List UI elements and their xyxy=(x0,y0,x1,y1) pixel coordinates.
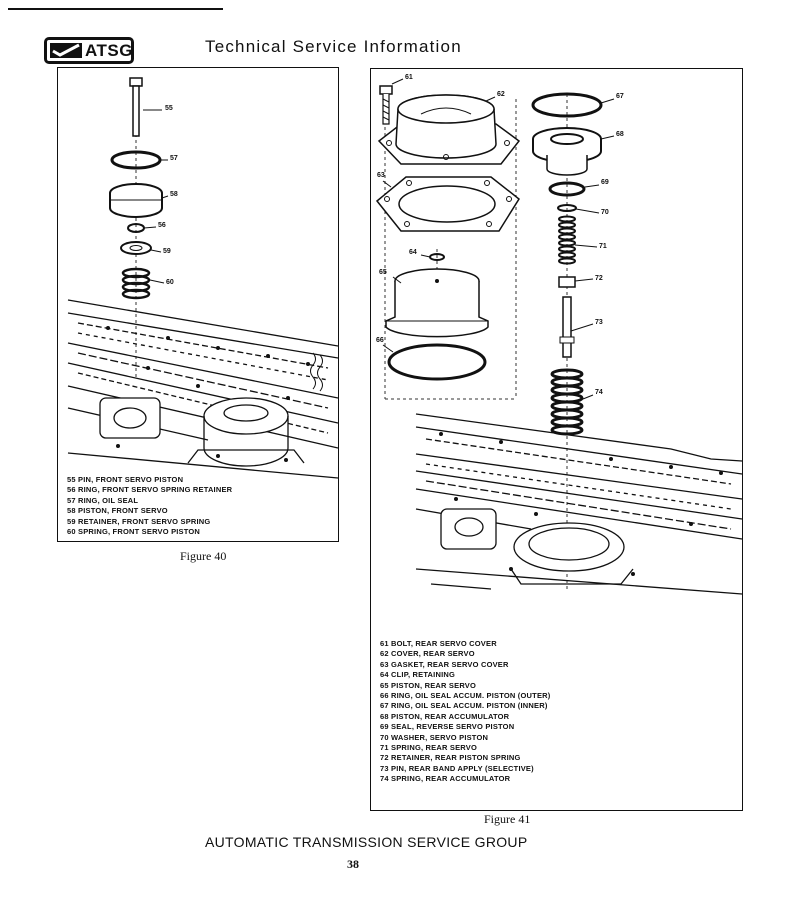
callout-73: 73 xyxy=(595,319,603,326)
callout-67: 67 xyxy=(616,93,624,100)
callout-57: 57 xyxy=(170,155,178,162)
callout-72: 72 xyxy=(595,275,603,282)
legend-item: 58 PISTON, FRONT SERVO xyxy=(67,506,168,516)
page-title: Technical Service Information xyxy=(205,37,462,56)
figure-41-caption: Figure 41 xyxy=(484,812,531,826)
figure-41-illustration xyxy=(375,78,742,595)
figure-40-legend: 55 PIN, FRONT SERVO PISTON 56 RING, FRON… xyxy=(67,475,232,537)
figure-41-legend: 61 BOLT, REAR SERVO COVER 62 COVER, REAR… xyxy=(380,639,550,785)
footer-org: AUTOMATIC TRANSMISSION SERVICE GROUP xyxy=(205,834,528,850)
page-number: 38 xyxy=(347,857,359,871)
legend-item: 70 WASHER, SERVO PISTON xyxy=(380,732,489,742)
figure-40-panel: 55 57 58 56 59 60 55 PIN, FRONT SERVO PI… xyxy=(57,67,339,542)
legend-item: 60 SPRING, FRONT SERVO PISTON xyxy=(67,527,201,537)
legend-item: 71 SPRING, REAR SERVO xyxy=(380,743,478,753)
figure-40-illustration xyxy=(67,77,338,479)
legend-item: 74 SPRING, REAR ACCUMULATOR xyxy=(380,774,511,784)
legend-item: 73 PIN, REAR BAND APPLY (SELECTIVE) xyxy=(380,763,534,773)
header-rule xyxy=(8,8,223,10)
callout-62: 62 xyxy=(497,91,505,98)
callout-61: 61 xyxy=(405,74,413,81)
legend-item: 72 RETAINER, REAR PISTON SPRING xyxy=(380,753,521,763)
callout-70: 70 xyxy=(601,209,609,216)
logo-check-icon xyxy=(50,43,82,58)
callout-60: 60 xyxy=(166,279,174,286)
legend-item: 57 RING, OIL SEAL xyxy=(67,495,139,505)
legend-item: 63 GASKET, REAR SERVO COVER xyxy=(380,659,509,669)
legend-item: 65 PISTON, REAR SERVO xyxy=(380,680,477,690)
legend-item: 69 SEAL, REVERSE SERVO PISTON xyxy=(380,722,515,732)
callout-64: 64 xyxy=(409,249,417,256)
callout-63: 63 xyxy=(377,172,385,179)
atsg-logo: ATSG xyxy=(44,37,134,64)
callout-74: 74 xyxy=(595,389,603,396)
legend-item: 68 PISTON, REAR ACCUMULATOR xyxy=(380,711,510,721)
legend-item: 66 RING, OIL SEAL ACCUM. PISTON (OUTER) xyxy=(380,691,551,701)
legend-item: 59 RETAINER, FRONT SERVO SPRING xyxy=(67,516,211,526)
callout-65: 65 xyxy=(379,269,387,276)
figure-40-caption: Figure 40 xyxy=(180,549,227,563)
callout-68: 68 xyxy=(616,131,624,138)
legend-item: 64 CLIP, RETAINING xyxy=(380,670,456,680)
callout-66: 66 xyxy=(376,337,384,344)
legend-item: 62 COVER, REAR SERVO xyxy=(380,649,475,659)
legend-item: 56 RING, FRONT SERVO SPRING RETAINER xyxy=(67,485,233,495)
legend-item: 67 RING, OIL SEAL ACCUM. PISTON (INNER) xyxy=(380,701,548,711)
callout-69: 69 xyxy=(601,179,609,186)
figure-41-panel: 61 62 63 64 65 66 67 68 69 70 71 72 73 7… xyxy=(370,68,743,811)
callout-56: 56 xyxy=(158,222,166,229)
callout-55: 55 xyxy=(165,105,173,112)
callout-58: 58 xyxy=(170,191,178,198)
legend-item: 61 BOLT, REAR SERVO COVER xyxy=(380,639,497,648)
legend-item: 55 PIN, FRONT SERVO PISTON xyxy=(67,475,184,484)
logo-text: ATSG xyxy=(85,41,133,60)
callout-71: 71 xyxy=(599,243,607,250)
callout-59: 59 xyxy=(163,248,171,255)
